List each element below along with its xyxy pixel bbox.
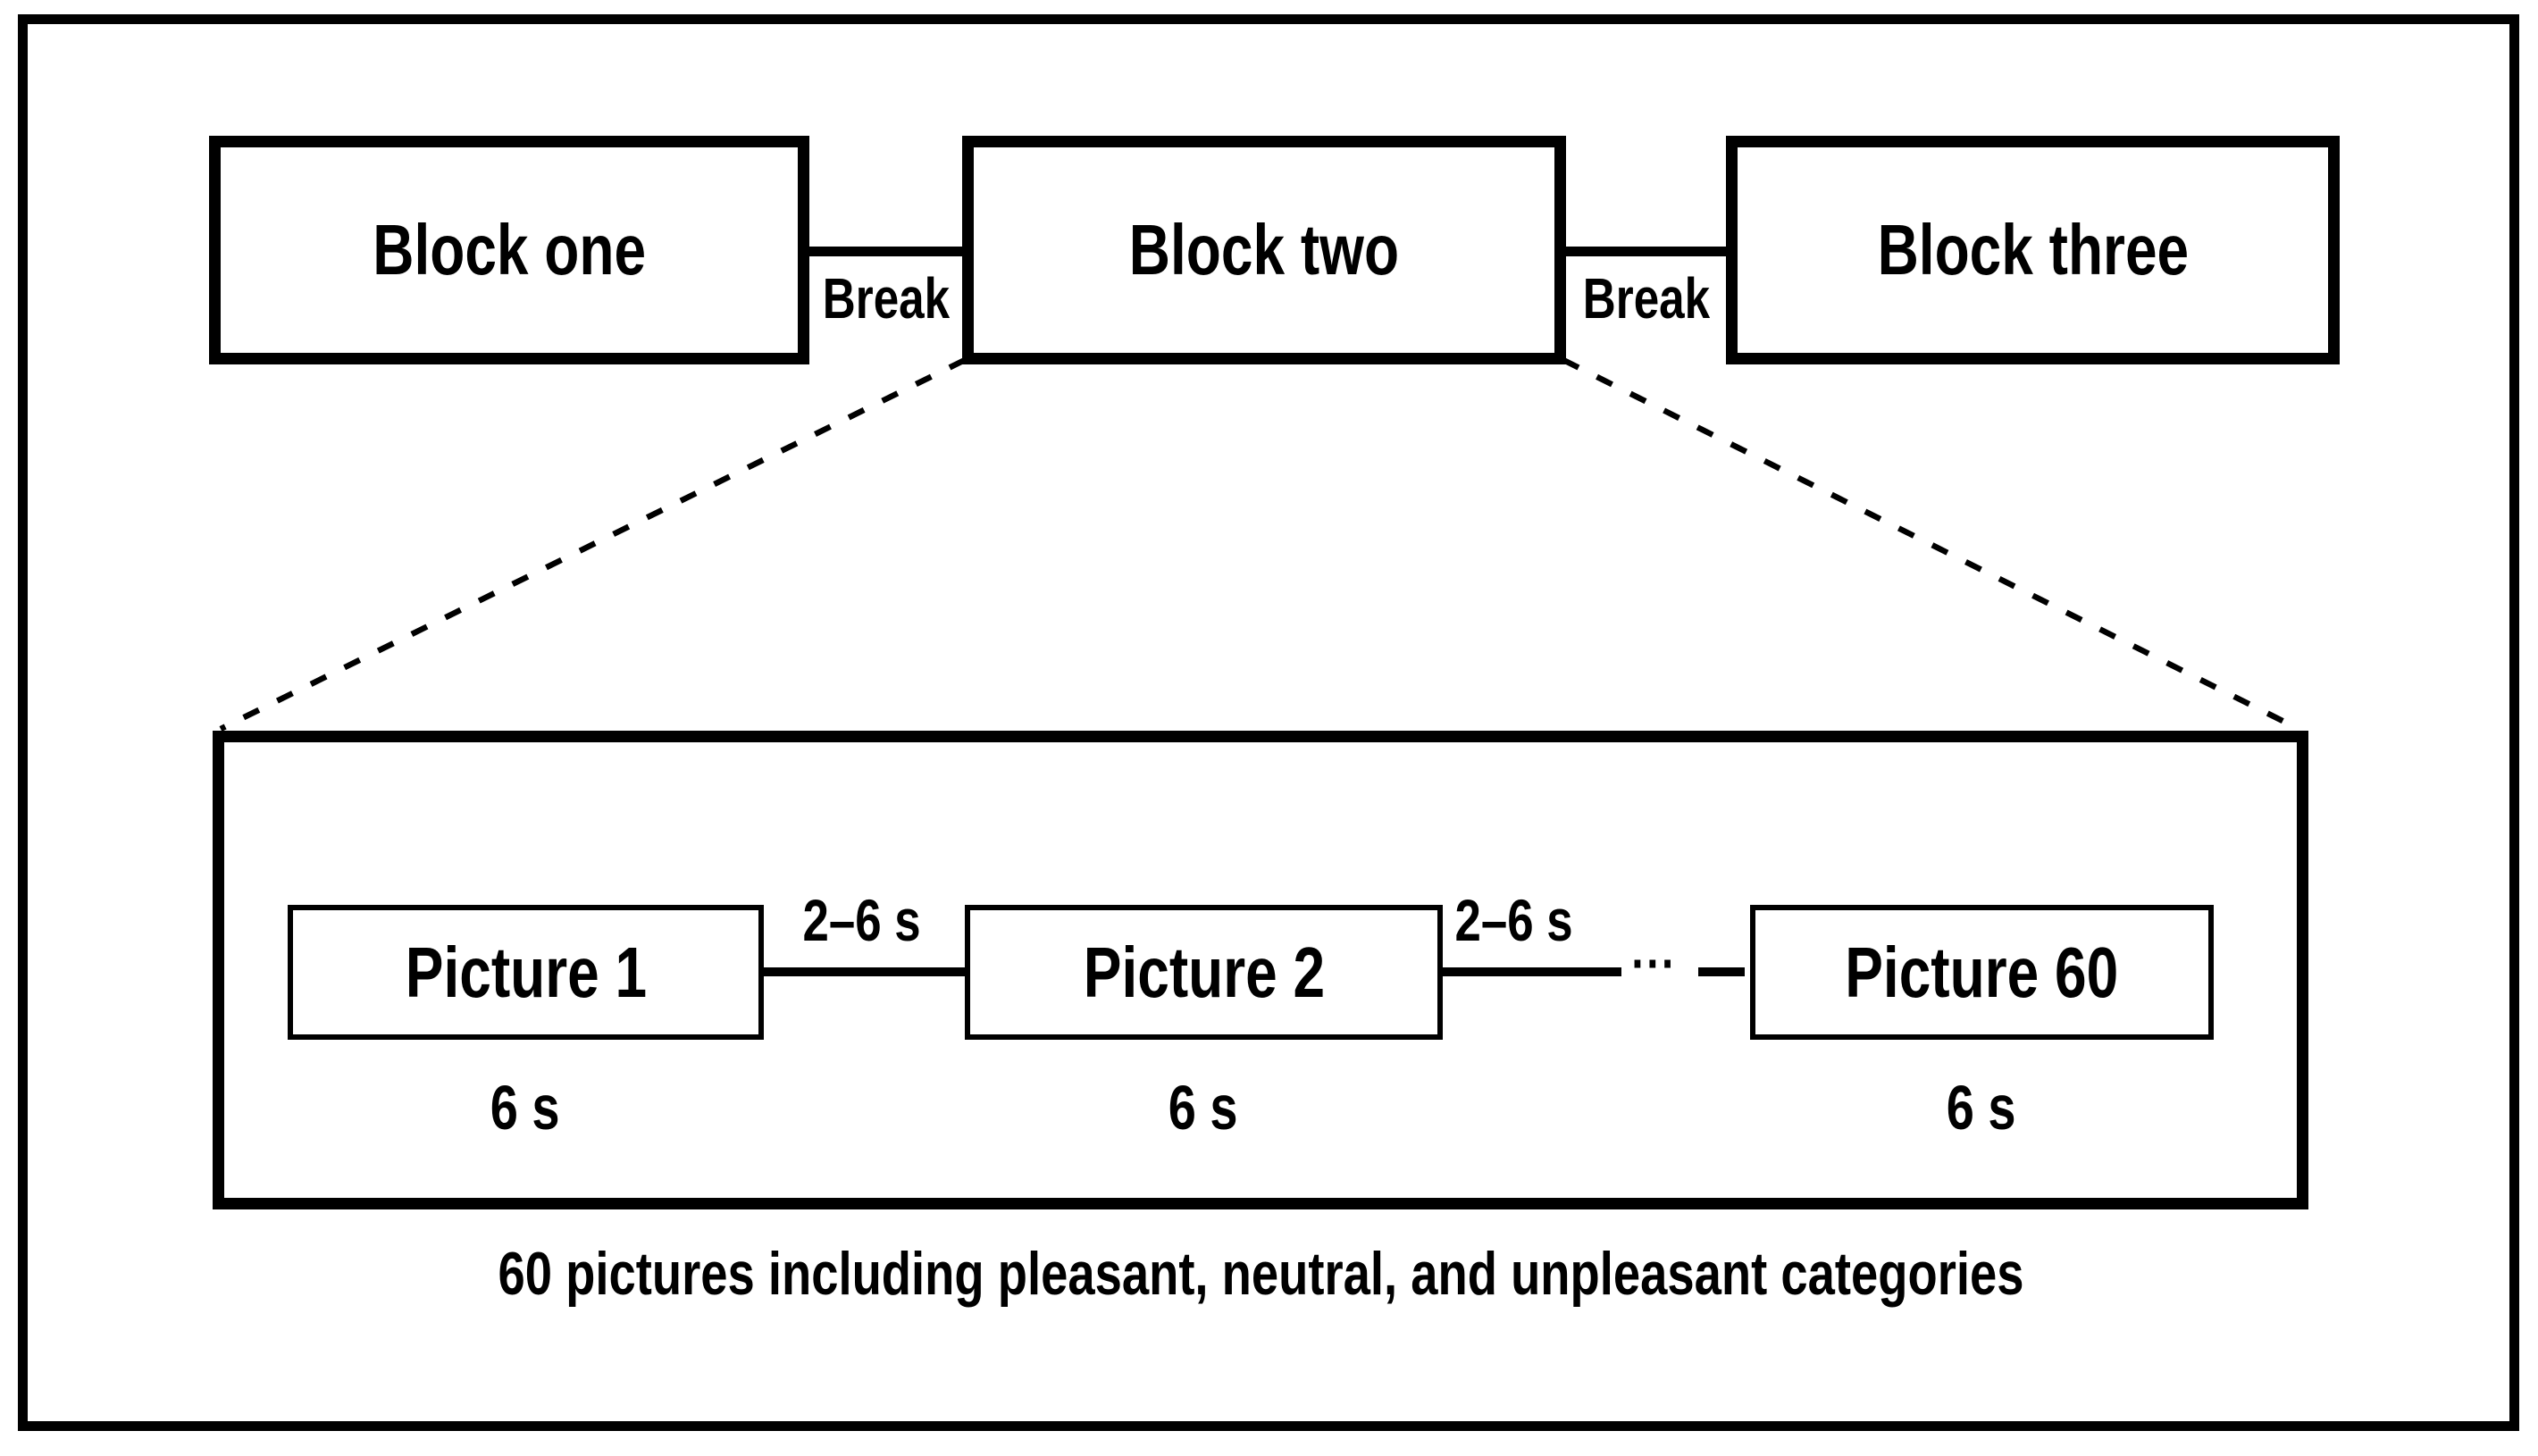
connector-line-ellipsis-picture60 bbox=[1698, 967, 1745, 976]
duration-label-1: 6 s bbox=[490, 1073, 560, 1142]
connector-line-block1-block2 bbox=[807, 247, 965, 256]
interval-label-2: 2–6 s bbox=[1454, 887, 1574, 953]
block-two-box: Block two bbox=[962, 136, 1566, 364]
connector-line-picture1-picture2 bbox=[762, 967, 967, 976]
picture-60-box: Picture 60 bbox=[1750, 905, 2214, 1040]
picture-60-label: Picture 60 bbox=[1845, 932, 2119, 1012]
picture-1-label: Picture 1 bbox=[405, 932, 647, 1012]
dashed-line-right bbox=[1562, 357, 2300, 732]
duration-label-3: 6 s bbox=[1947, 1073, 2016, 1142]
block-three-box: Block three bbox=[1726, 136, 2340, 364]
break-label-1: Break bbox=[822, 266, 951, 331]
duration-label-2: 6 s bbox=[1168, 1073, 1238, 1142]
connector-line-picture2-ellipsis bbox=[1441, 967, 1621, 976]
block-one-label: Block one bbox=[373, 210, 646, 289]
picture-1-box: Picture 1 bbox=[288, 905, 764, 1040]
interval-label-1: 2–6 s bbox=[802, 887, 922, 953]
block-one-box: Block one bbox=[209, 136, 809, 364]
figure-caption: 60 pictures including pleasant, neutral,… bbox=[498, 1240, 2023, 1308]
break-label-2: Break bbox=[1582, 266, 1710, 331]
connector-line-block2-block3 bbox=[1563, 247, 1729, 256]
block-three-label: Block three bbox=[1877, 210, 2189, 289]
picture-2-label: Picture 2 bbox=[1083, 932, 1325, 1012]
ellipsis-dots: ··· bbox=[1630, 933, 1677, 993]
block-two-label: Block two bbox=[1128, 210, 1400, 289]
picture-2-box: Picture 2 bbox=[965, 905, 1443, 1040]
dashed-line-left bbox=[219, 357, 967, 732]
